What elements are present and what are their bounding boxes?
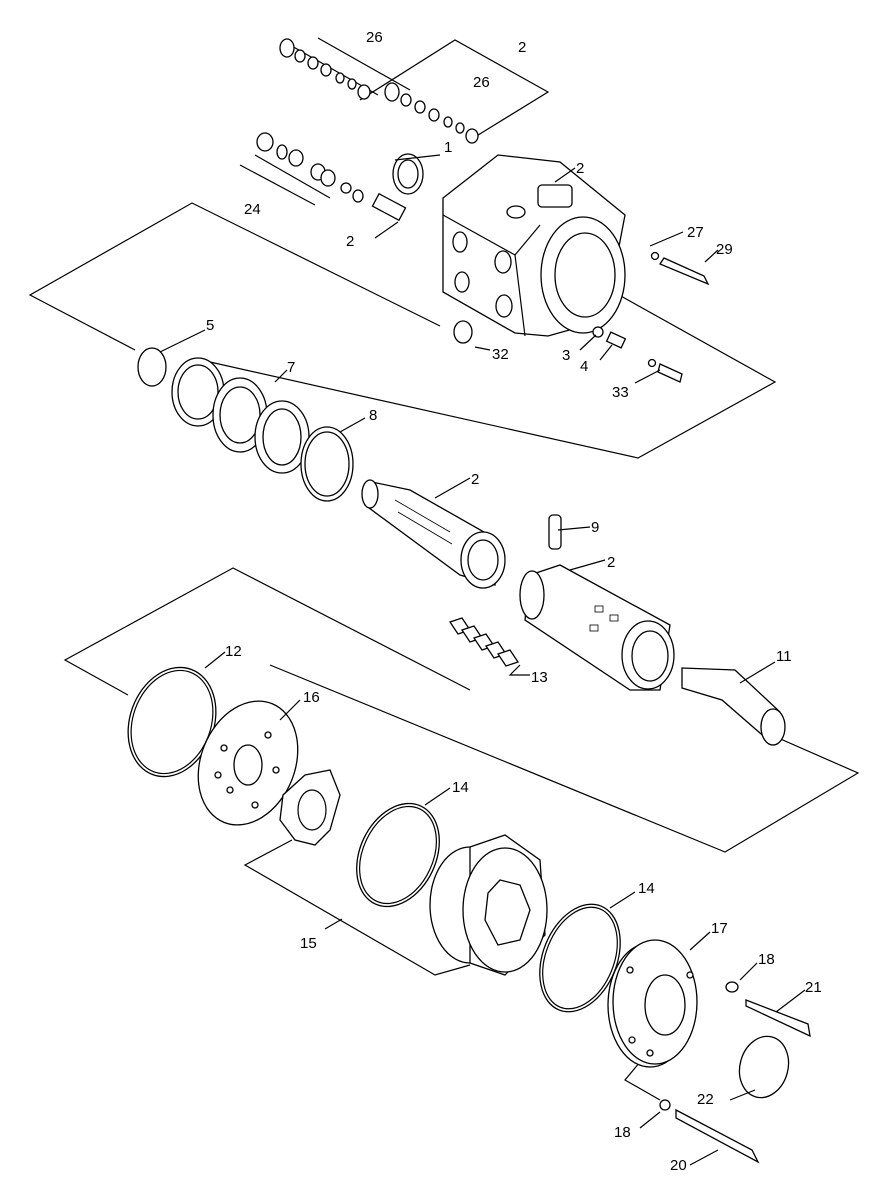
drive-shaft <box>681 667 786 746</box>
callout-26-lower: 26 <box>473 74 490 91</box>
callout-14-left: 14 <box>452 779 469 796</box>
relief-valve-parts-lower <box>256 132 407 222</box>
callout-21: 21 <box>805 979 822 996</box>
callout-29: 29 <box>716 241 733 258</box>
callout-16: 16 <box>303 689 320 706</box>
callout-2-upper: 2 <box>518 39 526 56</box>
callout-5: 5 <box>206 317 214 334</box>
callout-12: 12 <box>225 643 242 660</box>
callout-4: 4 <box>580 358 588 375</box>
callout-9: 9 <box>591 519 599 536</box>
callout-14-right: 14 <box>638 880 655 897</box>
callout-27: 27 <box>687 224 704 241</box>
callout-2-housing: 2 <box>576 160 584 177</box>
end-cover-fasteners <box>659 981 811 1164</box>
callout-8: 8 <box>369 407 377 424</box>
valve-housing <box>392 153 626 337</box>
callout-11: 11 <box>776 648 792 665</box>
star-rotor <box>279 769 341 846</box>
distributor-plate <box>197 700 299 826</box>
callout-labels: 26 2 26 1 2 24 2 27 29 5 3 32 7 4 33 8 2… <box>206 29 822 1174</box>
callout-18-upper: 18 <box>758 951 775 968</box>
cross-pin <box>548 514 562 550</box>
callout-3: 3 <box>562 347 570 364</box>
callout-26-upper: 26 <box>366 29 383 46</box>
centering-springs <box>448 617 520 667</box>
relief-valve-parts-upper <box>279 38 479 144</box>
callout-18-lower: 18 <box>614 1124 631 1141</box>
callout-22: 22 <box>697 1091 714 1108</box>
end-cover <box>607 939 698 1068</box>
callout-2-sleeve: 2 <box>607 554 615 571</box>
callout-33: 33 <box>612 384 629 401</box>
callout-2-plug: 2 <box>346 233 354 250</box>
callout-15: 15 <box>300 935 317 952</box>
thrust-bearing-set <box>137 347 354 502</box>
callout-24: 24 <box>244 201 261 218</box>
o-ring-mid <box>356 802 440 908</box>
housing-small-parts <box>453 251 710 383</box>
spool <box>361 479 506 589</box>
sleeve <box>519 564 675 691</box>
callout-1: 1 <box>444 139 452 156</box>
leader-lines <box>159 154 806 1166</box>
callout-7: 7 <box>287 359 295 376</box>
callout-17: 17 <box>711 920 728 937</box>
callout-13: 13 <box>531 669 548 686</box>
callout-2-spool: 2 <box>471 471 479 488</box>
callout-20: 20 <box>670 1157 687 1174</box>
callout-32: 32 <box>492 346 509 363</box>
gerotor-ring <box>429 834 548 976</box>
